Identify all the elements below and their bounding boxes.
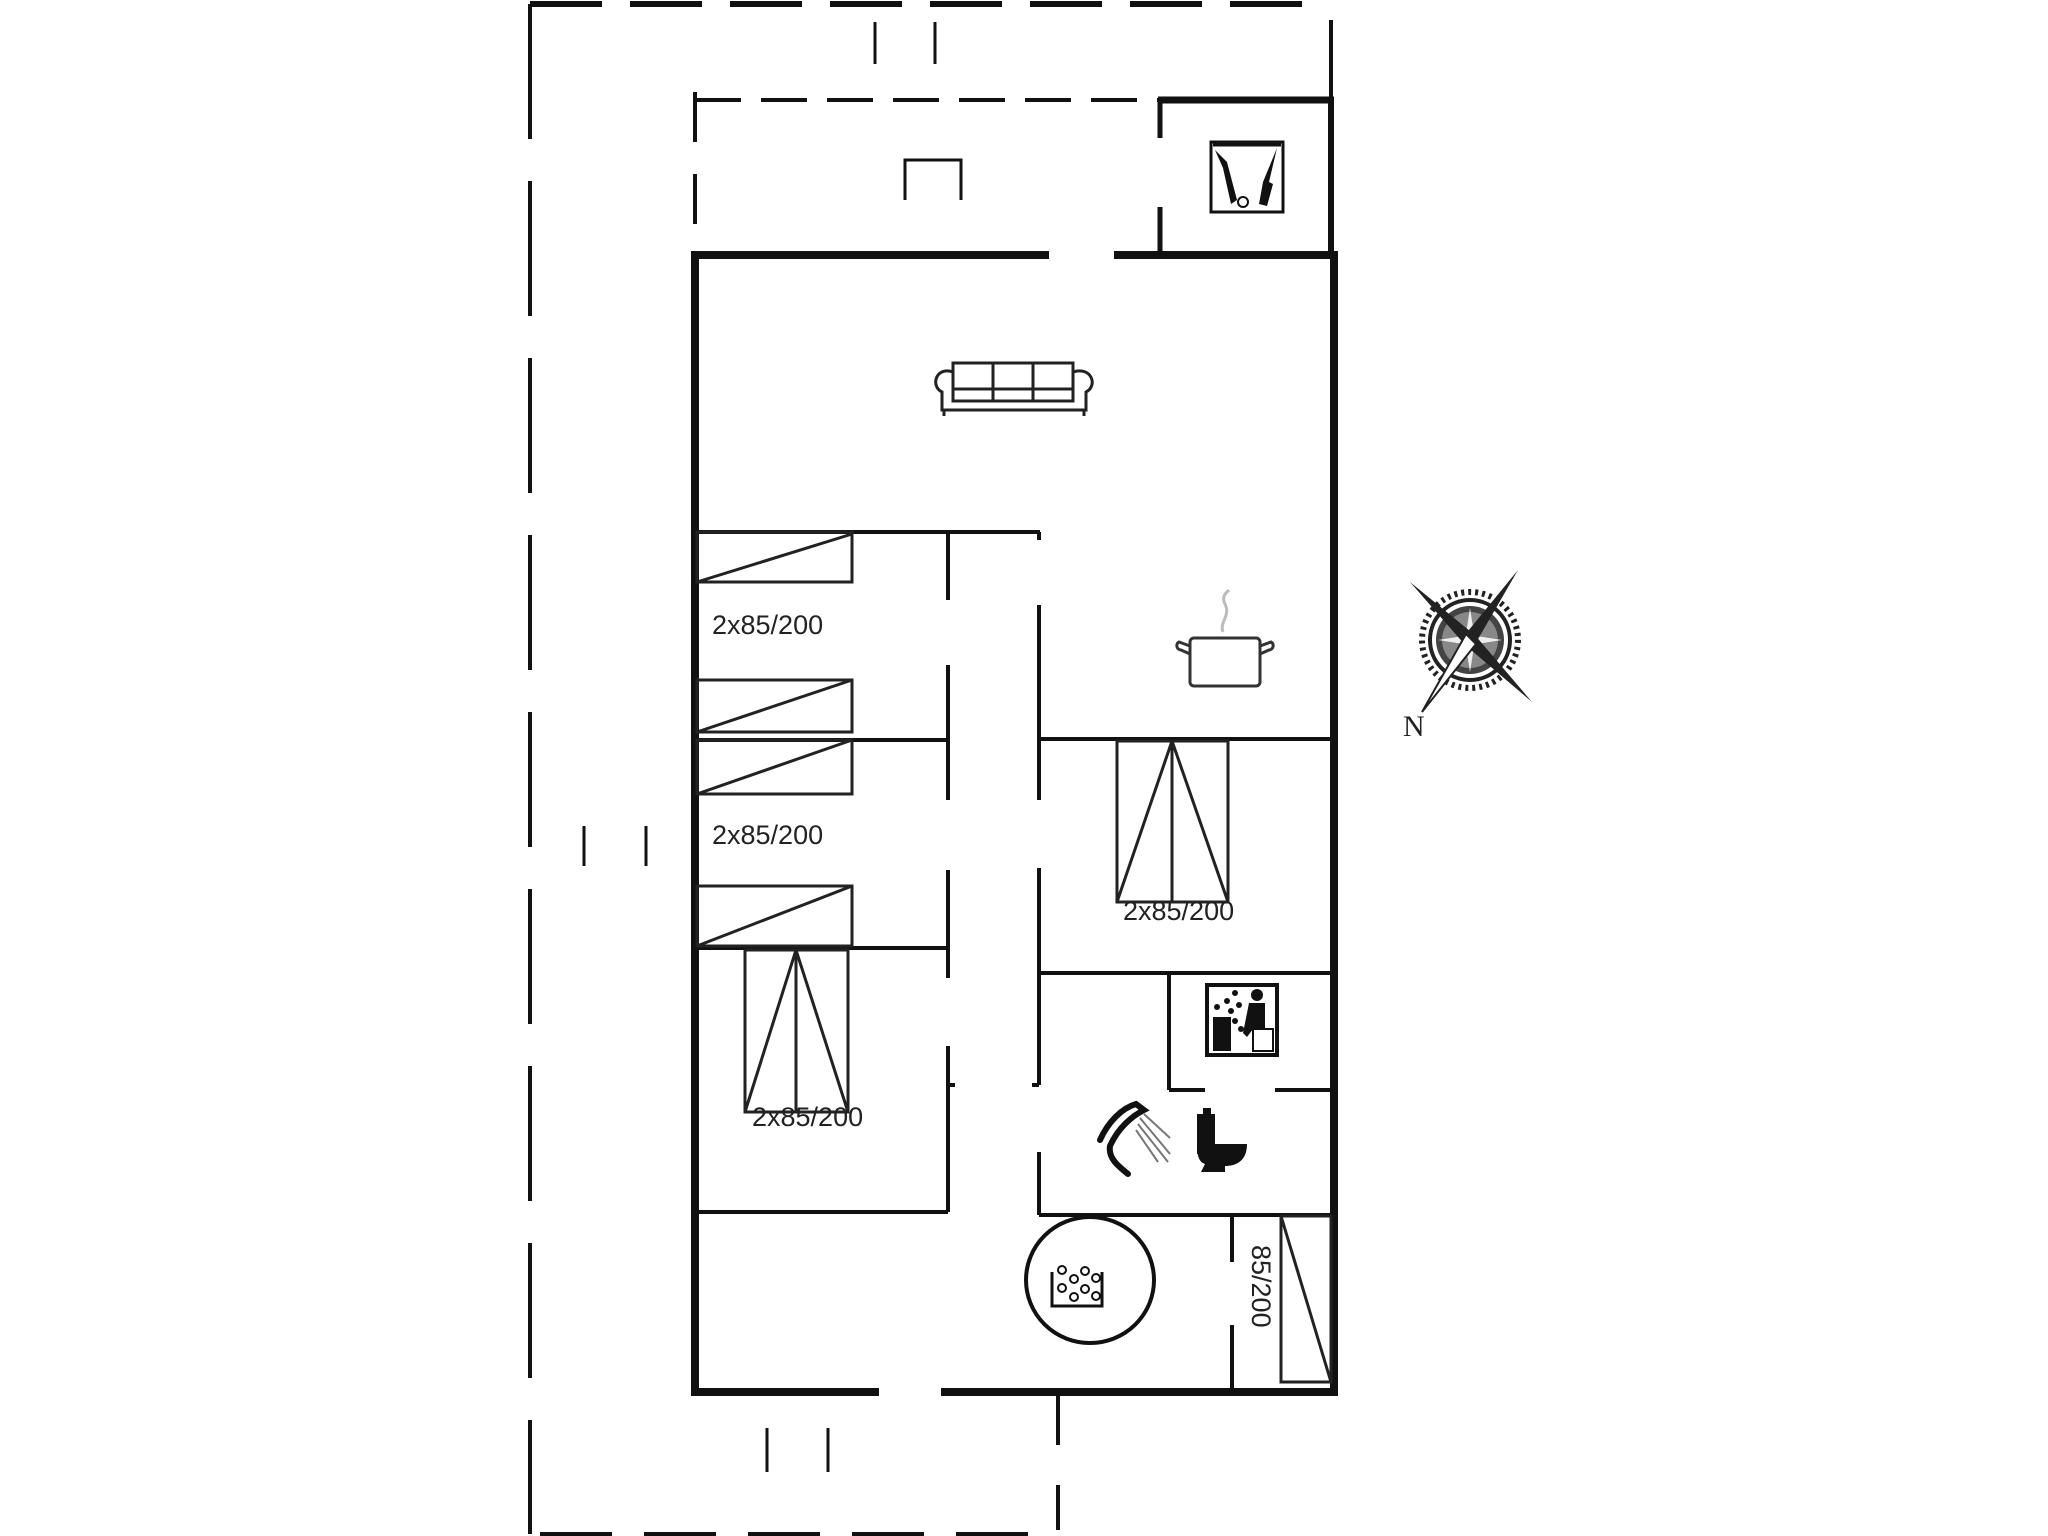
bed-single <box>1279 1214 1333 1384</box>
shower-icon <box>1097 1100 1171 1177</box>
sofa-icon <box>934 361 1094 416</box>
cleaning-tools-icon <box>1209 140 1285 214</box>
bed-label-single: 85/200 <box>1246 1245 1276 1328</box>
bed-label-upper-left: 2x85/200 <box>712 610 824 640</box>
bed-middle-left-b <box>695 738 854 796</box>
bed-lower-left <box>743 948 850 1114</box>
bed-upper-left <box>695 530 854 584</box>
bed-right <box>1115 739 1230 904</box>
sauna-icon <box>1205 983 1279 1057</box>
bed-lower-left-top <box>695 884 854 948</box>
bed-label-middle-left: 2x85/200 <box>712 820 824 850</box>
cooking-pot-icon <box>1175 588 1275 688</box>
compass-rose-icon <box>1410 570 1532 713</box>
grill-icon <box>903 158 963 200</box>
compass-north-label: N <box>1403 710 1425 743</box>
covered-terrace <box>693 92 1160 255</box>
interior-walls <box>692 530 1334 1392</box>
entry-markers <box>582 22 937 1472</box>
toilet-icon <box>1197 1108 1247 1172</box>
bed-label-right: 2x85/200 <box>1123 896 1235 926</box>
bed-middle-left-a <box>695 678 854 734</box>
bed-label-lower-left: 2x85/200 <box>752 1102 864 1132</box>
exterior-walls <box>691 251 1338 1396</box>
outer-terrace-boundary <box>528 1 1333 1536</box>
whirlpool-icon <box>1024 1215 1156 1345</box>
utility-room <box>1157 96 1334 255</box>
